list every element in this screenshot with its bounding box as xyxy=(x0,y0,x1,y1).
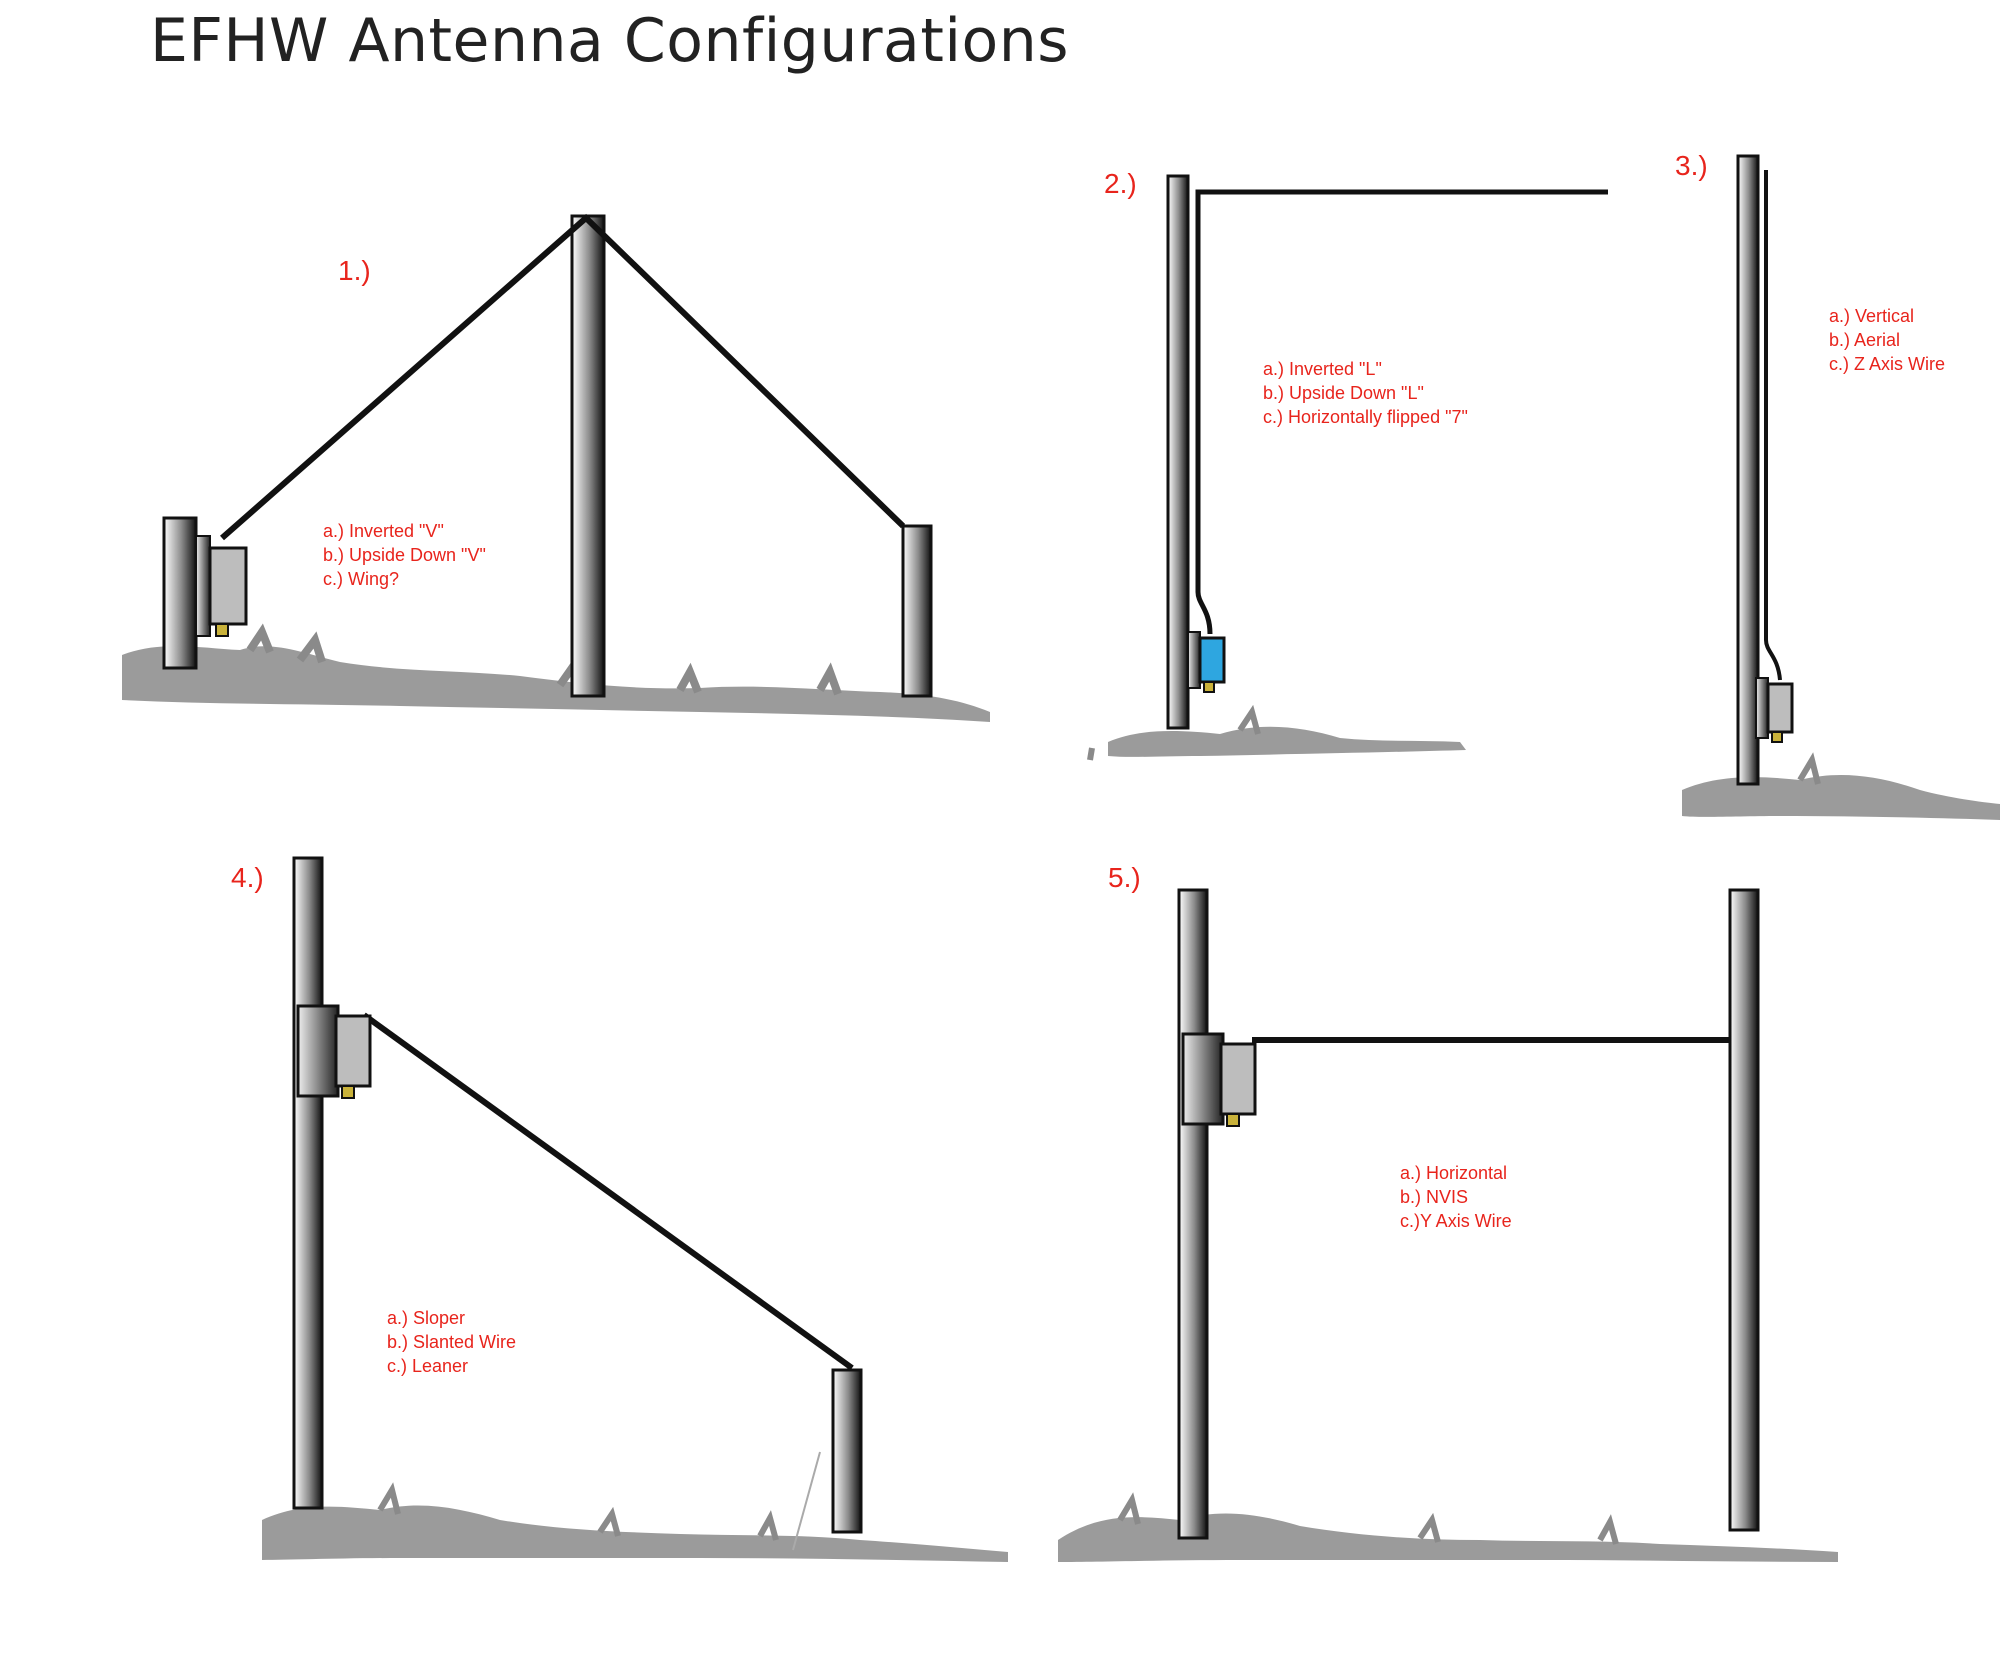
clamp xyxy=(1755,677,1769,739)
config-number: 2.) xyxy=(1104,168,1137,199)
transformer-box-blue xyxy=(1198,636,1226,684)
caption-line: b.) Upside Down "L" xyxy=(1263,383,1424,403)
wire-sloper xyxy=(362,1012,854,1371)
config-3: 3.) a.) Vertical b.) Aerial c.) Z Axis W… xyxy=(1675,150,2000,820)
page-title: EFHW Antenna Configurations xyxy=(150,6,1070,76)
clamp xyxy=(195,535,211,637)
caption-line: b.) NVIS xyxy=(1400,1187,1468,1207)
clamp xyxy=(1187,631,1201,689)
pole-right xyxy=(1728,888,1760,1532)
connector xyxy=(1771,731,1783,743)
pole-right xyxy=(901,524,933,698)
pole-short xyxy=(831,1368,863,1534)
wire-vertical xyxy=(1764,170,1782,681)
grass-tufts xyxy=(1087,704,1261,761)
wire-inverted-l xyxy=(1195,189,1608,635)
grass xyxy=(262,1505,1008,1562)
connector xyxy=(341,1085,355,1099)
caption-line: c.) Wing? xyxy=(323,569,399,589)
connector xyxy=(215,623,229,637)
grass-tufts xyxy=(1117,1492,1619,1545)
pole-tall xyxy=(292,856,324,1510)
pole-center xyxy=(570,214,606,698)
pole-left xyxy=(1177,888,1209,1540)
connector xyxy=(1203,681,1215,693)
grass-tufts xyxy=(1797,752,1821,785)
grass xyxy=(1058,1513,1838,1562)
caption-line: b.) Aerial xyxy=(1829,330,1900,350)
transformer-box xyxy=(334,1014,372,1088)
caption-line: a.) Sloper xyxy=(387,1308,465,1328)
config-5: 5.) a.) Horizontal b.) NVIS c.)Y Axis Wi… xyxy=(1058,862,1838,1562)
guy-wire xyxy=(792,1451,821,1551)
config-number: 5.) xyxy=(1108,862,1141,893)
pole xyxy=(1166,174,1190,730)
caption-line: b.) Upside Down "V" xyxy=(323,545,486,565)
caption-line: a.) Horizontal xyxy=(1400,1163,1507,1183)
connector xyxy=(1226,1113,1240,1127)
caption-line: a.) Inverted "L" xyxy=(1263,359,1382,379)
caption-line: c.)Y Axis Wire xyxy=(1400,1211,1512,1231)
pole-left xyxy=(162,516,198,670)
clamp xyxy=(1181,1032,1225,1126)
transformer-box xyxy=(1219,1042,1257,1116)
transformer-box xyxy=(208,546,248,626)
caption-line: a.) Inverted "V" xyxy=(323,521,444,541)
config-number: 4.) xyxy=(231,862,264,893)
caption-line: a.) Vertical xyxy=(1829,306,1914,326)
clamp xyxy=(296,1004,340,1098)
grass-tufts xyxy=(377,1482,779,1541)
config-number: 1.) xyxy=(338,255,371,286)
pole xyxy=(1736,154,1760,786)
grass xyxy=(1682,775,2000,820)
config-2: 2.) a.) Inverted "L" b.) Upside Down "L"… xyxy=(1087,168,1608,761)
caption-line: c.) Z Axis Wire xyxy=(1829,354,1945,374)
grass xyxy=(1108,726,1466,757)
wire-inverted-v xyxy=(220,213,906,541)
config-4: 4.) a.) Sloper b.) Slanted Wire c.) Lean… xyxy=(231,856,1008,1562)
caption-line: c.) Leaner xyxy=(387,1356,468,1376)
grass xyxy=(122,646,990,722)
caption-line: c.) Horizontally flipped "7" xyxy=(1263,407,1468,427)
transformer-box xyxy=(1766,682,1794,734)
caption-line: b.) Slanted Wire xyxy=(387,1332,516,1352)
config-1: 1.) a.) Inverted "V" b.) Upside Down "V"… xyxy=(122,213,990,722)
config-number: 3.) xyxy=(1675,150,1708,181)
